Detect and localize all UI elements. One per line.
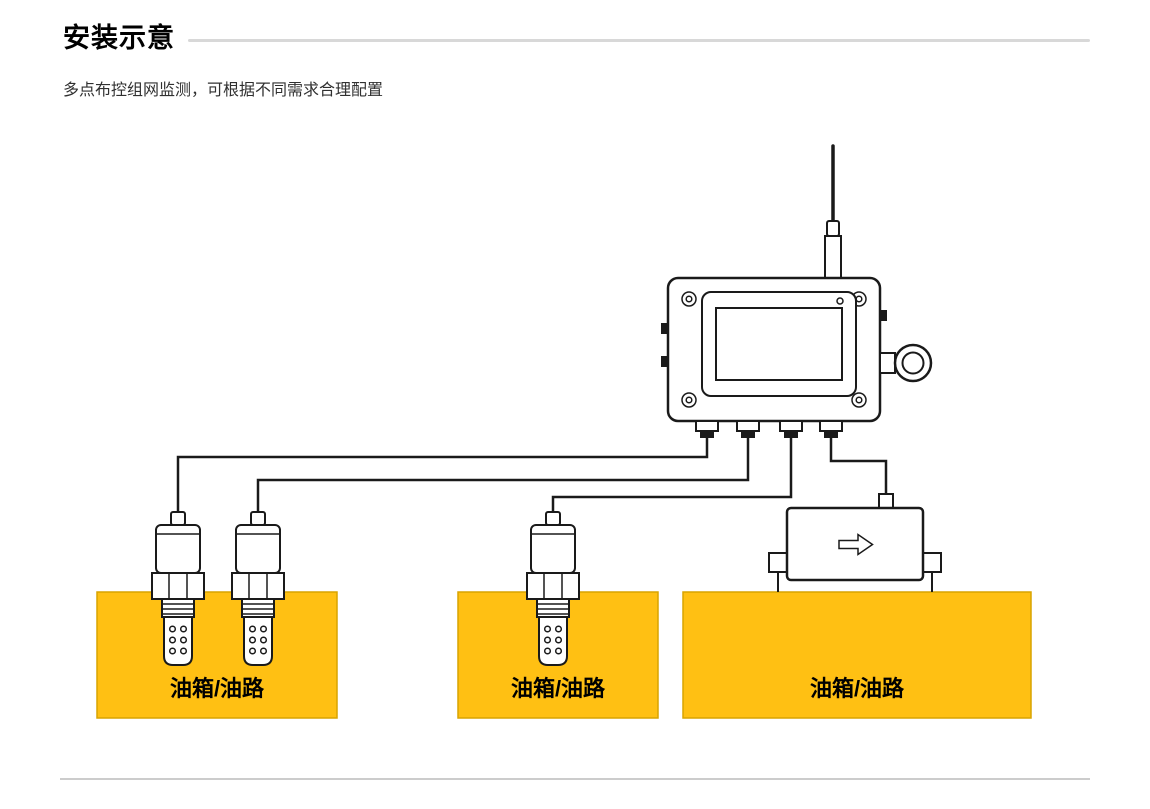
oil-tank-1 bbox=[96, 591, 338, 719]
flow-meter-right-fitting bbox=[922, 552, 942, 573]
side-tab bbox=[661, 323, 668, 334]
corner-screw-icon bbox=[681, 392, 697, 408]
wire-2 bbox=[256, 438, 750, 512]
corner-screw-icon bbox=[851, 392, 867, 408]
title-rule bbox=[188, 39, 1090, 42]
signal-wires bbox=[176, 438, 888, 512]
page-title: 安装示意 bbox=[63, 23, 175, 53]
cable-connector-3 bbox=[779, 420, 803, 439]
cable-connector-1 bbox=[695, 420, 719, 439]
side-tab bbox=[880, 310, 887, 321]
oil-tank-3 bbox=[682, 591, 1032, 719]
flow-meter-top-stub bbox=[878, 493, 894, 509]
page-subtitle: 多点布控组网监测，可根据不同需求合理配置 bbox=[63, 82, 384, 99]
corner-screw-icon bbox=[681, 291, 697, 307]
wire-4 bbox=[829, 438, 888, 498]
wire-1 bbox=[176, 438, 709, 512]
wire-3 bbox=[551, 438, 793, 512]
side-tab bbox=[661, 356, 668, 367]
cable-connector-4 bbox=[819, 420, 843, 439]
tank-label-2: 油箱/油路 bbox=[511, 676, 606, 701]
flow-meter-left-fitting bbox=[768, 552, 788, 573]
antenna-icon bbox=[824, 144, 842, 279]
device-screen bbox=[715, 307, 843, 381]
cable-connector-2 bbox=[736, 420, 760, 439]
gateway-device bbox=[661, 144, 933, 439]
flow-arrow-icon bbox=[838, 533, 874, 556]
indicator-led-icon bbox=[836, 297, 844, 305]
footer-divider bbox=[60, 778, 1090, 780]
tank-label-3: 油箱/油路 bbox=[810, 676, 905, 701]
flow-meter-icon bbox=[768, 493, 942, 592]
side-cable-gland-icon bbox=[879, 343, 933, 383]
oil-tanks: 油箱/油路 油箱/油路 油箱/油路 bbox=[96, 591, 1032, 719]
tank-label-1: 油箱/油路 bbox=[170, 676, 265, 701]
